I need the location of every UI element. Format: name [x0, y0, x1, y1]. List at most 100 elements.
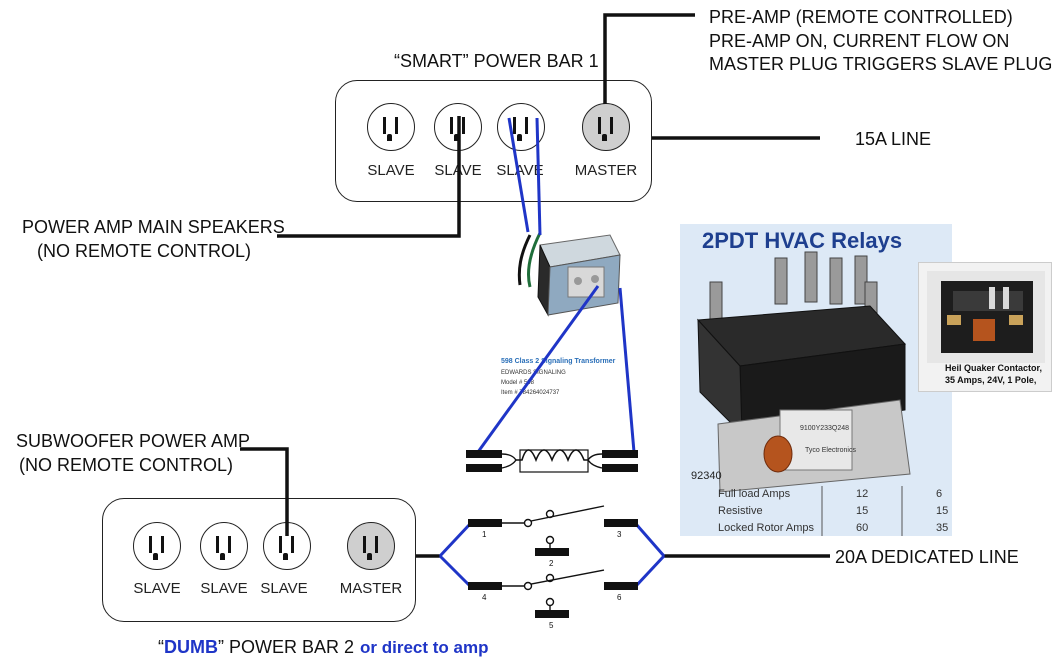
transformer-line-2: Model # 598	[501, 380, 535, 386]
outlet-ground	[367, 553, 372, 560]
contactor-photo: Heil Quaker Contactor, 35 Amps, 24V, 1 P…	[918, 262, 1052, 392]
dumb-slave-outlet-2[interactable]	[200, 522, 248, 570]
smart-slave-outlet-1[interactable]	[367, 103, 415, 151]
spec-value-a: 60	[856, 522, 869, 534]
relay-spec-row: Full load Amps 12 6	[718, 486, 952, 503]
outlet-slot	[383, 117, 386, 134]
outlet-slot	[450, 117, 453, 134]
outlet-slot	[216, 536, 219, 553]
spec-label: Resistive	[718, 505, 763, 517]
outlet-ground	[153, 553, 158, 560]
direct-to-amp-note: or direct to amp	[360, 638, 489, 657]
blue-wire-a	[507, 117, 530, 233]
spec-value-a: 15	[856, 505, 869, 517]
dumb-master-outlet[interactable]	[347, 522, 395, 570]
blue-wire-g	[634, 523, 666, 557]
transformer-line-3: Item # 784264024737	[501, 390, 560, 396]
relay-coil	[466, 449, 638, 473]
dumb-outlet-label-4: MASTER	[339, 580, 403, 597]
line-20a-label: 20A DEDICATED LINE	[835, 547, 1019, 567]
relay-contacts	[468, 505, 638, 618]
spec-value-b: 6	[936, 488, 943, 500]
outlet-slot	[513, 117, 516, 134]
blue-wire-f	[438, 554, 472, 588]
subwoofer-wire	[240, 447, 289, 536]
terminal-2: 2	[549, 559, 554, 568]
transformer-title: 598 Class 2 Signaling Transformer	[501, 358, 616, 365]
outlet-slot	[462, 117, 465, 134]
smart-master-outlet[interactable]	[582, 103, 630, 151]
blue-wire-b	[535, 117, 542, 236]
blue-wire-c	[476, 285, 600, 453]
terminal-4: 4	[482, 593, 487, 602]
contactor-caption-1: Heil Quaker Contactor,	[945, 363, 1043, 373]
spec-value-b: 15	[936, 505, 949, 517]
relay-title: 2PDT HVAC Relays	[702, 228, 903, 253]
terminal-3: 3	[617, 530, 622, 539]
dumb-bar-dumb-word: DUMB	[164, 637, 218, 657]
outlet-ground	[283, 553, 288, 560]
power-amp-wire	[277, 116, 461, 238]
dumb-outlet-label-3: SLAVE	[260, 580, 308, 597]
subwoofer-callout-2: (NO REMOTE CONTROL)	[19, 455, 233, 475]
outlet-slot	[375, 536, 378, 553]
line-15a-label: 15A LINE	[855, 129, 932, 149]
preamp-callout-2: PRE-AMP ON, CURRENT FLOW ON	[709, 31, 1010, 51]
dumb-bar-title-rest: ” POWER BAR 2	[218, 637, 355, 657]
outlet-ground	[220, 553, 225, 560]
spec-value-b: 35	[936, 522, 949, 534]
relay-spec-row: Locked Rotor Amps 60 35	[718, 520, 952, 537]
relay-spec-table: Full load Amps 12 6 Resistive 15 15 Lock…	[718, 486, 952, 537]
transformer-drawing	[517, 232, 621, 317]
terminal-1: 1	[482, 530, 487, 539]
spec-label: Full load Amps	[718, 488, 791, 500]
smart-outlet-label-1: SLAVE	[367, 162, 415, 179]
dumb-slave-outlet-1[interactable]	[133, 522, 181, 570]
subwoofer-callout-1: SUBWOOFER POWER AMP	[16, 431, 251, 451]
outlet-ground	[602, 134, 607, 141]
spec-label: Locked Rotor Amps	[718, 522, 814, 534]
contactor-caption-2: 35 Amps, 24V, 1 Pole,	[945, 375, 1037, 385]
terminal-6: 6	[617, 593, 622, 602]
outlet-slot	[149, 536, 152, 553]
outlet-slot	[279, 536, 282, 553]
relay-part-number: 92340	[691, 470, 722, 482]
relay-drawing: 9100Y233Q248 Tyco Electronics	[696, 251, 911, 536]
blue-wire-h	[634, 554, 666, 588]
contactor-drawing	[927, 271, 1045, 363]
relay-spec-row: Resistive 15 15	[718, 503, 952, 520]
transformer-photo: 598 Class 2 Signaling Transformer EDWARD…	[500, 215, 640, 410]
outlet-ground	[517, 134, 522, 141]
spec-value-a: 12	[856, 488, 869, 500]
outlet-slot	[228, 536, 231, 553]
preamp-wire	[603, 13, 695, 104]
power-amp-callout-1: POWER AMP MAIN SPEAKERS	[22, 217, 285, 237]
blue-wire-d	[618, 287, 636, 453]
dumb-bar-title: “DUMB” POWER BAR 2	[158, 637, 354, 658]
outlet-slot	[363, 536, 366, 553]
dumb-outlet-label-2: SLAVE	[200, 580, 248, 597]
smart-outlet-label-4: MASTER	[574, 162, 638, 179]
blue-wire-e	[438, 522, 472, 558]
outlet-ground	[387, 134, 392, 141]
outlet-slot	[291, 536, 294, 553]
preamp-callout-1: PRE-AMP (REMOTE CONTROLLED)	[709, 7, 1013, 27]
relay-print-1: 9100Y233Q248	[800, 425, 849, 432]
terminal-5: 5	[549, 621, 554, 630]
power-amp-callout-2: (NO REMOTE CONTROL)	[37, 241, 251, 261]
outlet-slot	[610, 117, 613, 134]
relay-print-2: Tyco Electronics	[805, 447, 856, 454]
smart-outlet-label-3: SLAVE	[496, 162, 544, 179]
outlet-slot	[525, 117, 528, 134]
smart-bar-title: “SMART” POWER BAR 1	[394, 51, 599, 71]
dumb-bar-quote-open: “	[158, 637, 164, 657]
outlet-slot	[161, 536, 164, 553]
preamp-callout-3: MASTER PLUG TRIGGERS SLAVE PLUGS	[709, 54, 1052, 74]
relay-photo: 2PDT HVAC Relays 9100Y233Q248 Tyco Elect…	[680, 224, 952, 536]
outlet-slot	[598, 117, 601, 134]
outlet-slot	[395, 117, 398, 134]
dumb-outlet-label-1: SLAVE	[133, 580, 181, 597]
outlet-ground	[454, 134, 459, 141]
